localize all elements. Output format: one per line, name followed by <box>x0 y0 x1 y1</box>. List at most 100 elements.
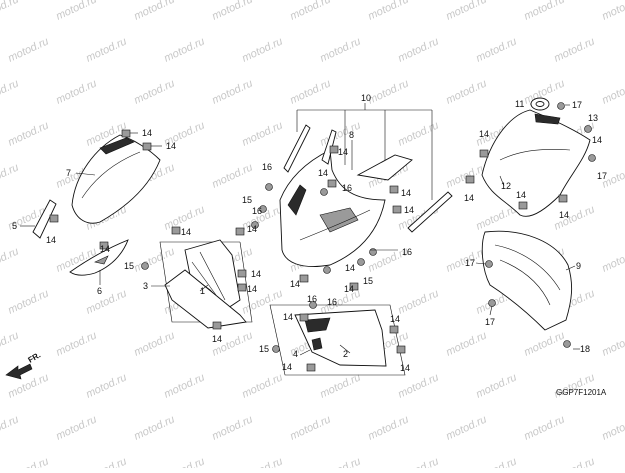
callout-14: 14 <box>282 362 292 372</box>
callout-18: 18 <box>580 344 590 354</box>
callout-14: 14 <box>212 334 222 344</box>
watermark-text: motod.ru <box>522 0 566 23</box>
callout-5: 5 <box>12 221 17 231</box>
watermark-text: motod.ru <box>132 0 176 23</box>
watermark-text: motod.ru <box>0 161 21 190</box>
decal-strip-part <box>32 199 57 239</box>
callout-14: 14 <box>251 269 261 279</box>
callout-14: 14 <box>283 312 293 322</box>
watermark-text: motod.ru <box>396 35 440 64</box>
leader-lines <box>20 103 580 356</box>
callout-14: 14 <box>464 193 474 203</box>
callout-14: 14 <box>338 147 348 157</box>
watermark-text: motod.ru <box>0 0 21 23</box>
watermark-text: motod.ru <box>0 77 21 106</box>
watermark-text: motod.ru <box>240 371 284 400</box>
callout-14: 14 <box>181 227 191 237</box>
watermark-text: motod.ru <box>210 413 254 442</box>
watermark-text: motod.ru <box>474 35 518 64</box>
callout-15: 15 <box>242 195 252 205</box>
callout-16: 16 <box>262 162 272 172</box>
watermark-text: motod.ru <box>474 455 518 468</box>
callout-labels: 10 8 14 14 7 5 14 6 14 14 15 3 1 14 14 1… <box>12 93 607 373</box>
watermark-text: motod.ru <box>132 413 176 442</box>
watermark-text: motod.ru <box>318 455 362 468</box>
callout-13: 13 <box>588 113 598 123</box>
callout-1: 1 <box>200 286 205 296</box>
watermark-text: motod.ru <box>288 413 332 442</box>
callout-15: 15 <box>124 261 134 271</box>
callout-14: 14 <box>401 188 411 198</box>
watermark-text: motod.ru <box>396 119 440 148</box>
watermark-text: motod.ru <box>0 245 21 274</box>
callout-17: 17 <box>572 100 582 110</box>
windscreen-part <box>71 134 161 224</box>
watermark-text: motod.ru <box>84 371 128 400</box>
side-cover-part <box>164 269 247 329</box>
watermark-text: motod.ru <box>162 455 206 468</box>
watermark-text: motod.ru <box>54 329 98 358</box>
watermark-text: motod.ru <box>318 35 362 64</box>
watermark-text: motod.ru <box>522 329 566 358</box>
watermark-text: motod.ru <box>444 77 488 106</box>
lower-trim-part <box>69 239 129 276</box>
direction-label: FR. <box>27 350 43 364</box>
upper-small-pieces <box>321 129 413 181</box>
inner-cover-part <box>481 109 591 217</box>
watermark-text: motod.ru <box>84 455 128 468</box>
callout-16: 16 <box>402 247 412 257</box>
callout-14: 14 <box>400 363 410 373</box>
callout-15: 15 <box>363 276 373 286</box>
callout-14: 14 <box>247 284 257 294</box>
callout-14: 14 <box>404 205 414 215</box>
watermark-text: motod.ru <box>6 119 50 148</box>
callout-14: 14 <box>592 135 602 145</box>
group-outline-center <box>269 304 406 376</box>
watermark-text: motod.ru <box>522 413 566 442</box>
watermark-text: motod.ru <box>600 245 625 274</box>
callout-2: 2 <box>343 349 348 359</box>
callout-11: 11 <box>515 99 524 109</box>
rear-fender-inner-part <box>481 230 573 331</box>
callout-9: 9 <box>576 261 581 271</box>
callout-14: 14 <box>516 190 526 200</box>
watermark-text: motod.ru <box>288 0 332 23</box>
watermark-text: motod.ru <box>396 287 440 316</box>
watermark-text: motod.ru <box>600 329 625 358</box>
watermark-text: motod.ru <box>210 77 254 106</box>
watermark-text: motod.ru <box>366 77 410 106</box>
watermark-text: motod.ru <box>366 413 410 442</box>
callout-14: 14 <box>390 314 400 324</box>
callout-16: 16 <box>342 183 352 193</box>
callout-8: 8 <box>349 130 354 140</box>
watermark-text: motod.ru <box>240 119 284 148</box>
watermark-text: motod.ru <box>54 0 98 23</box>
callout-16: 16 <box>252 206 262 216</box>
figure-code: GGP7F1201A <box>556 388 607 397</box>
callout-14: 14 <box>344 284 354 294</box>
watermark-text: motod.ru <box>474 371 518 400</box>
front-cover-upper-part <box>279 149 386 267</box>
watermark-text: motod.ru <box>444 0 488 23</box>
callout-14: 14 <box>479 129 489 139</box>
watermark-text: motod.ru <box>240 455 284 468</box>
callout-3: 3 <box>143 281 148 291</box>
side-strip-right <box>407 191 453 233</box>
callout-16: 16 <box>307 294 317 304</box>
callout-14: 14 <box>247 224 257 234</box>
watermark-text: motod.ru <box>0 329 21 358</box>
watermark-text: motod.ru <box>6 35 50 64</box>
watermark-text: motod.ru <box>210 0 254 23</box>
callout-15: 15 <box>259 344 269 354</box>
watermark-text: motod.ru <box>162 371 206 400</box>
watermark-text: motod.ru <box>444 413 488 442</box>
watermark-text: motod.ru <box>162 35 206 64</box>
watermark-text: motod.ru <box>132 329 176 358</box>
watermark-text: motod.ru <box>396 371 440 400</box>
callout-14: 14 <box>290 279 300 289</box>
callout-14: 14 <box>559 210 569 220</box>
callout-12: 12 <box>501 181 511 191</box>
callout-14: 14 <box>46 235 56 245</box>
